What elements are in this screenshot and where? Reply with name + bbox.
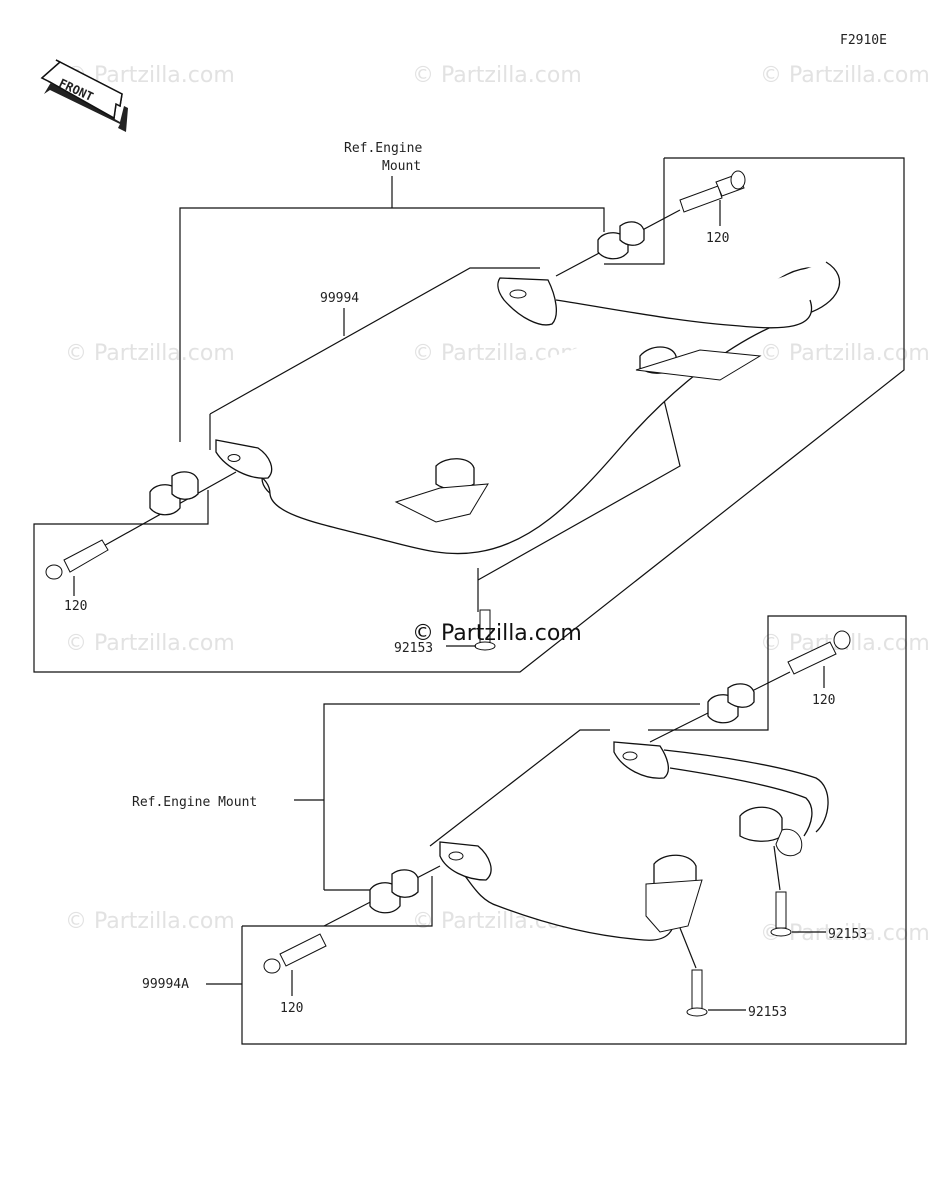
bracket-hole <box>622 751 638 761</box>
bolt-120-lower-left <box>263 933 327 974</box>
bolt-120-upper-left <box>45 539 109 580</box>
screw-shank <box>691 969 703 1011</box>
bolt-box-line <box>242 876 433 927</box>
screw-92153-lower-right <box>770 891 792 937</box>
collar-right-flange <box>727 683 755 708</box>
screw-92153-upper <box>474 609 496 651</box>
ref-engine-mount-label: Ref.Engine Mount <box>132 795 257 810</box>
guard-mount-plate <box>635 349 762 381</box>
lower-assembly: Ref.Engine Mount 99994A 120 <box>132 615 907 1045</box>
watermark: © Partzilla.com <box>65 909 235 934</box>
screw-92153-lower-left <box>686 969 708 1017</box>
screw-axis <box>773 845 781 891</box>
screw-part-number: 92153 <box>828 927 867 942</box>
plate-top-edge <box>429 729 610 847</box>
engine-guard-tube-inner <box>459 869 675 941</box>
watermark-center: © Partzilla.com <box>412 621 582 646</box>
screw-shank <box>775 891 787 929</box>
bracket-hole <box>509 289 527 299</box>
screw-head <box>686 1007 708 1017</box>
bolt-thread <box>279 933 327 967</box>
bolt-part-number: 120 <box>812 693 835 708</box>
plate-top-edge <box>209 267 540 415</box>
bolt-box-line <box>604 232 665 265</box>
front-arrow-icon: FRONT <box>40 59 128 132</box>
bolt-head <box>730 170 746 190</box>
bracket-hole <box>227 454 241 462</box>
collar-left-flange <box>171 471 199 500</box>
watermark: © Partzilla.com <box>412 63 582 88</box>
guard-part-number: 99994A <box>142 977 189 992</box>
bolt-part-number: 120 <box>64 599 87 614</box>
guard-bushing <box>435 458 475 490</box>
group-outline <box>33 157 905 673</box>
guard-upper-bracket <box>613 741 670 779</box>
ref-engine-mount-label: Ref.Engine <box>344 141 422 156</box>
watermark: © Partzilla.com <box>65 341 235 366</box>
guard-bracket-ear <box>775 828 803 857</box>
bolt-thread <box>679 185 723 213</box>
screw-head <box>770 927 792 937</box>
bolt-thread <box>63 539 109 573</box>
collar-left-flange <box>391 869 419 898</box>
guard-mount-plate <box>394 483 489 523</box>
watermark: © Partzilla.com <box>65 631 235 656</box>
guard-upper-bracket <box>497 277 558 326</box>
bolt-thread <box>787 641 837 675</box>
plate-right-edge <box>477 399 681 581</box>
watermarks: © Partzilla.com © Partzilla.com © Partzi… <box>65 63 929 946</box>
bolt-part-number: 120 <box>706 231 729 246</box>
bolt-120-lower-right <box>787 630 851 675</box>
screw-part-number: 92153 <box>748 1005 787 1020</box>
guard-upper-rail <box>555 299 813 329</box>
guard-part-number: 99994 <box>320 291 359 306</box>
ref-bracket-line <box>323 703 700 890</box>
group-outline <box>241 615 907 1045</box>
bolt-head <box>833 630 851 650</box>
upper-assembly: 99994 Ref.Engine Mount 120 <box>33 141 905 673</box>
watermark: © Partzilla.com <box>760 341 929 366</box>
ref-engine-mount-label: Mount <box>382 159 421 174</box>
bolt-120-upper-right <box>679 170 746 213</box>
bolt-part-number: 120 <box>280 1001 303 1016</box>
bracket-hole <box>448 851 464 861</box>
bolt-head <box>263 958 281 974</box>
watermark: © Partzilla.com <box>760 63 929 88</box>
guard-lower-bracket <box>215 439 273 479</box>
screw-part-number: 92153 <box>394 641 433 656</box>
guard-lower-bracket <box>439 841 492 881</box>
guard-mount-plate <box>645 879 703 933</box>
guard-bushing <box>739 806 783 842</box>
screw-axis <box>679 927 697 969</box>
bolt-head <box>45 564 63 580</box>
collar-right-flange <box>619 221 645 246</box>
diagram-code: F2910E <box>840 33 887 48</box>
